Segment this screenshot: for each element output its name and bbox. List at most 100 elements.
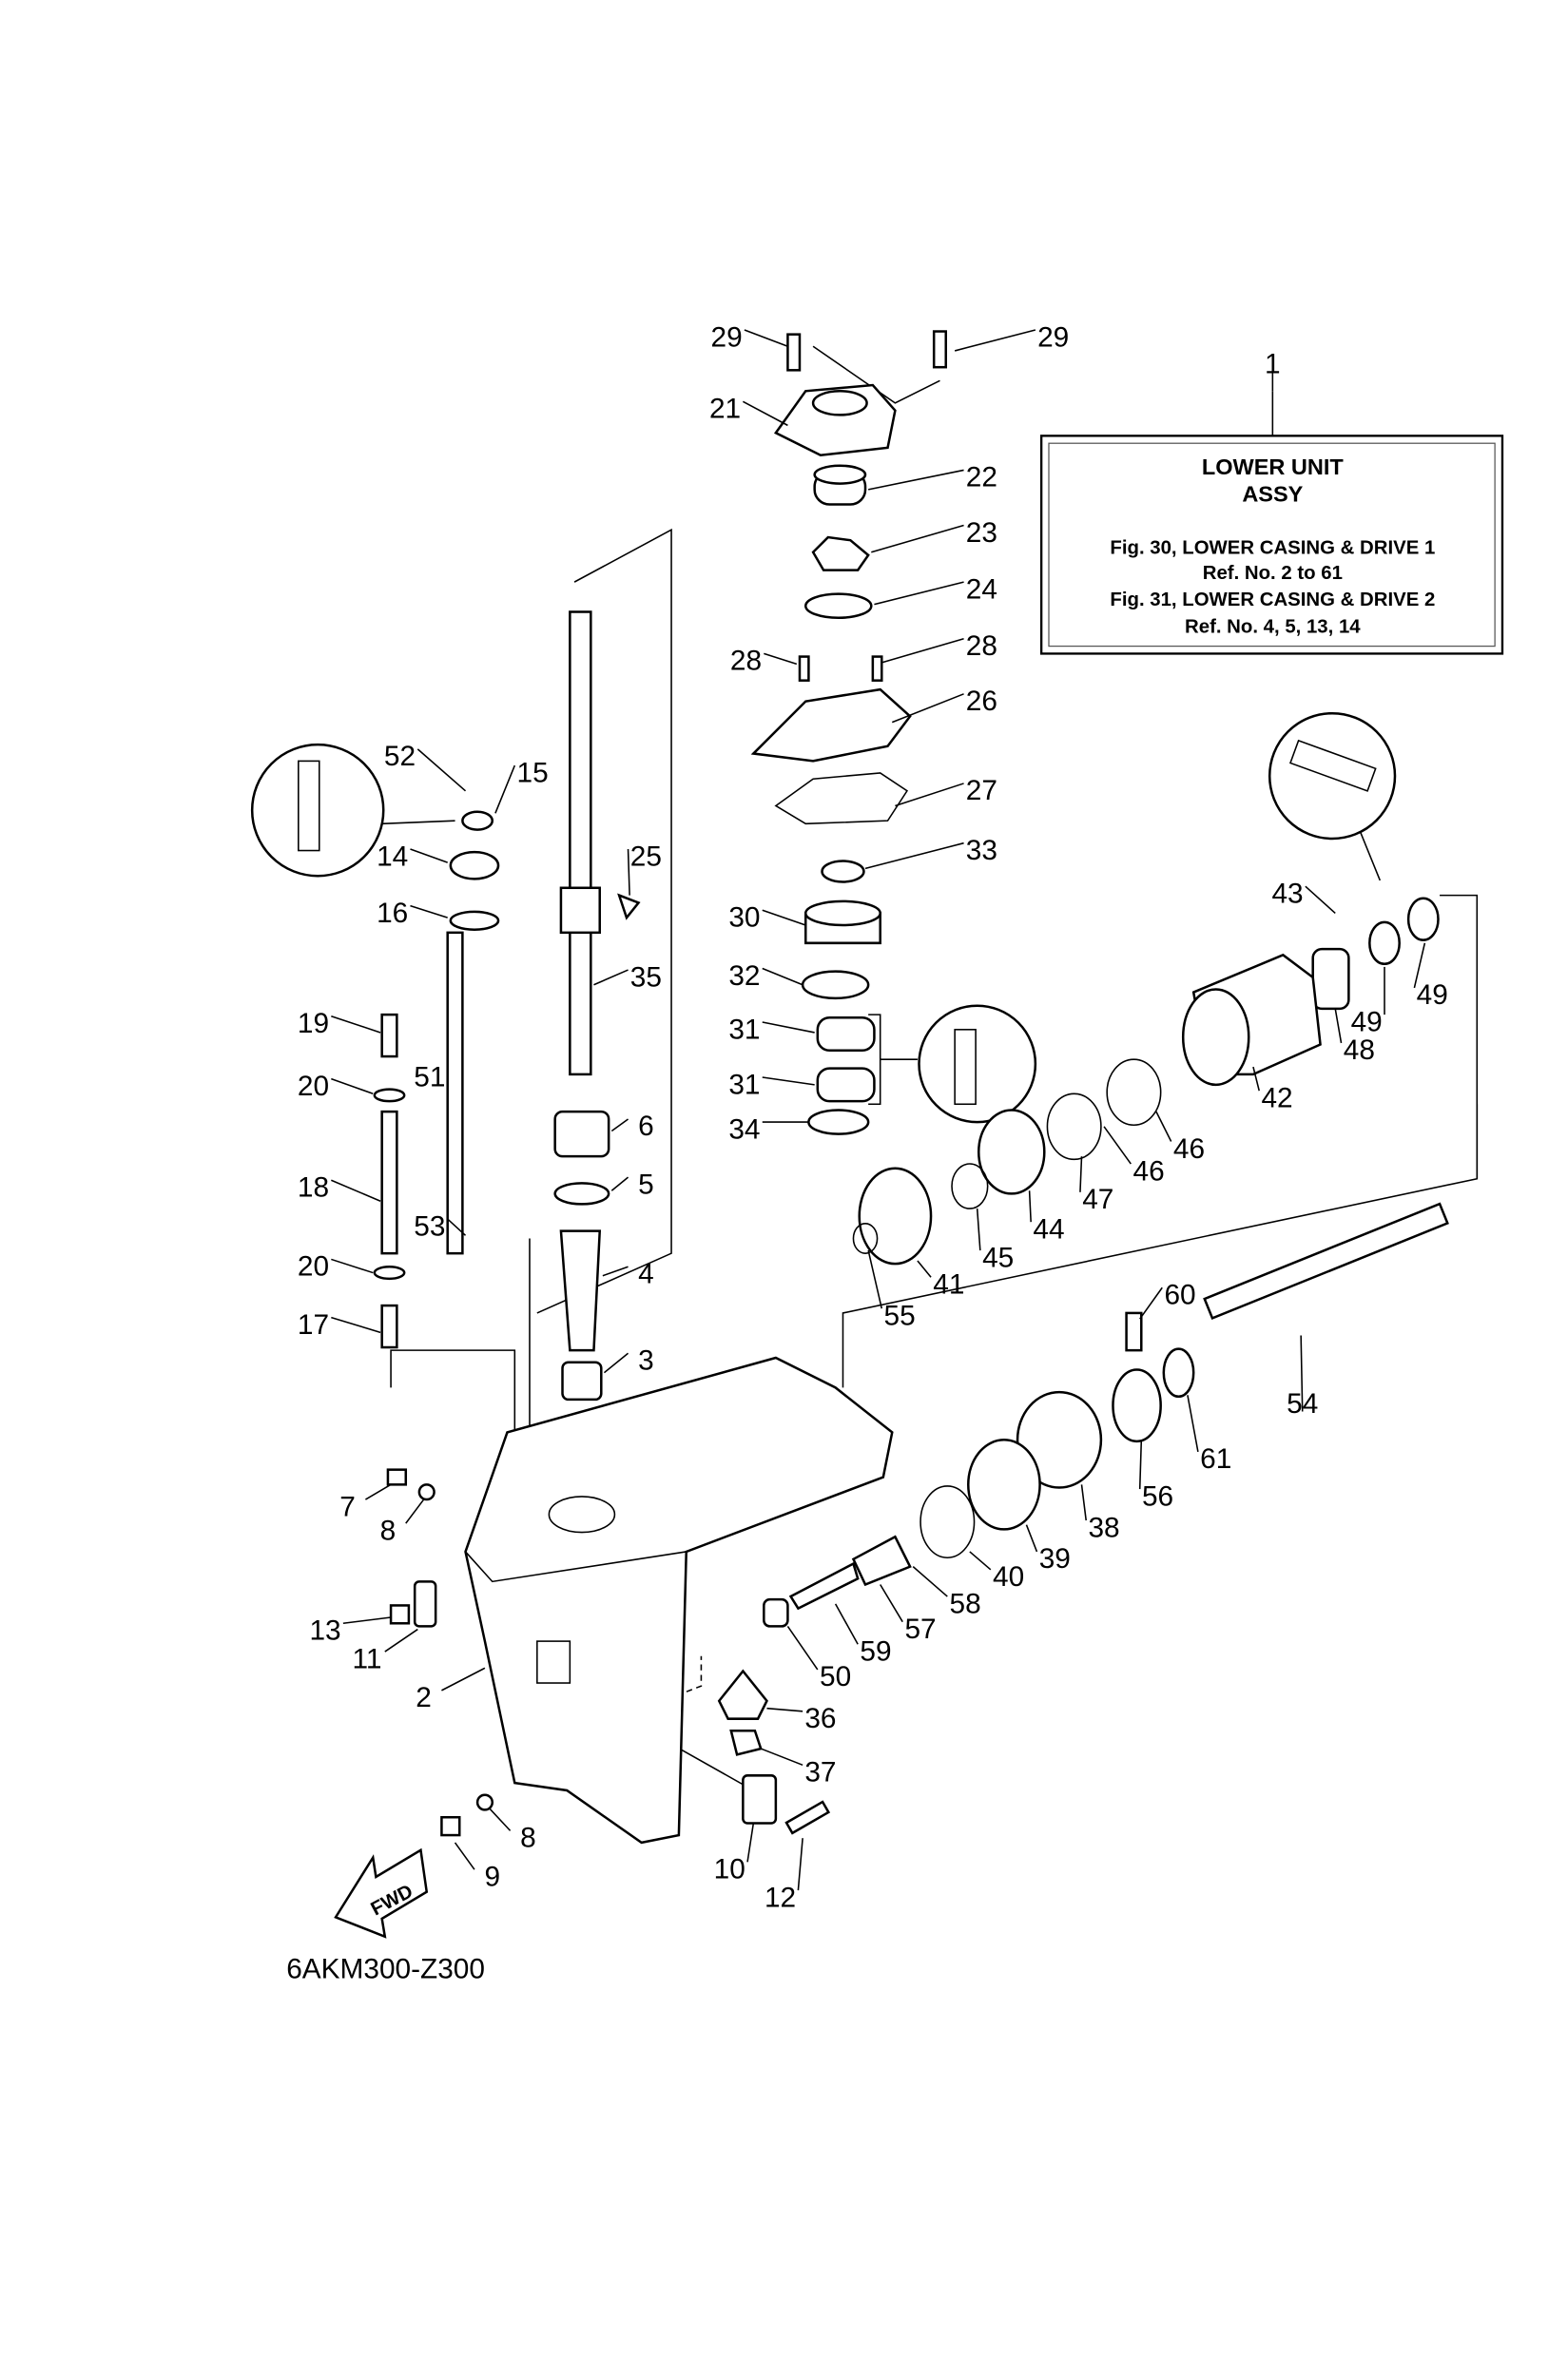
leader-line bbox=[1413, 942, 1426, 989]
leader-line bbox=[1103, 1126, 1132, 1165]
callout-52: 52 bbox=[384, 741, 416, 772]
callout-24: 24 bbox=[966, 573, 997, 605]
leader-line bbox=[454, 1842, 475, 1870]
leader-line bbox=[342, 1616, 392, 1625]
leader-line bbox=[405, 1499, 425, 1524]
callout-2: 2 bbox=[416, 1682, 432, 1713]
callout-16: 16 bbox=[377, 898, 408, 929]
leader-line bbox=[867, 469, 964, 491]
leader-line bbox=[797, 1838, 803, 1891]
leader-line bbox=[365, 1483, 392, 1500]
leader-line bbox=[881, 637, 964, 664]
leader-line bbox=[627, 848, 630, 896]
fwd-arrow: FWD bbox=[334, 1847, 429, 1939]
box-line6: Ref. No. 4, 5, 13, 14 bbox=[1185, 616, 1361, 637]
callout-53: 53 bbox=[414, 1210, 445, 1242]
callout-23: 23 bbox=[966, 517, 997, 549]
box-title-line1: LOWER UNIT bbox=[1202, 454, 1345, 479]
box-line4: Ref. No. 2 to 61 bbox=[1203, 563, 1343, 584]
leader-line bbox=[447, 1218, 467, 1236]
box-title-line2: ASSY bbox=[1242, 481, 1303, 506]
leader-line bbox=[864, 841, 964, 870]
callout-49: 49 bbox=[1351, 1006, 1383, 1037]
leader-line bbox=[1025, 1524, 1038, 1553]
leader-line bbox=[874, 581, 964, 606]
callout-34: 34 bbox=[728, 1113, 760, 1145]
callout-55: 55 bbox=[884, 1301, 916, 1332]
leader-line bbox=[610, 1118, 629, 1132]
leader-line bbox=[912, 1566, 948, 1597]
callout-28: 28 bbox=[730, 646, 762, 677]
leader-line bbox=[969, 1551, 992, 1571]
callout-27: 27 bbox=[966, 775, 997, 806]
leader-line bbox=[1155, 1111, 1172, 1142]
callout-43: 43 bbox=[1271, 878, 1303, 909]
callout-30: 30 bbox=[728, 902, 760, 934]
leader-line bbox=[1300, 1335, 1304, 1412]
callout-14: 14 bbox=[377, 841, 408, 872]
callout-54: 54 bbox=[1287, 1388, 1318, 1420]
callout-44: 44 bbox=[1033, 1214, 1064, 1246]
leader-line bbox=[410, 848, 448, 863]
leader-line bbox=[1334, 1008, 1343, 1044]
callout-15: 15 bbox=[517, 757, 549, 788]
leader-line bbox=[1139, 1286, 1163, 1320]
leader-line bbox=[331, 1316, 381, 1334]
water-pump-parts bbox=[750, 330, 947, 1135]
box-line5: Fig. 31, LOWER CASING & DRIVE 2 bbox=[1110, 590, 1435, 610]
leader-line bbox=[744, 329, 788, 347]
callout-8: 8 bbox=[380, 1515, 397, 1546]
callout-38: 38 bbox=[1088, 1512, 1119, 1543]
callout-11: 11 bbox=[353, 1643, 382, 1674]
box-line3: Fig. 30, LOWER CASING & DRIVE 1 bbox=[1110, 537, 1435, 558]
leader-line bbox=[602, 1266, 629, 1277]
leader-line bbox=[762, 1021, 815, 1034]
leader-line bbox=[742, 400, 788, 427]
leader-line bbox=[1028, 1190, 1032, 1223]
leader-line bbox=[1187, 1395, 1199, 1452]
leader-line bbox=[489, 1808, 512, 1831]
diagram-code: 6AKM300-Z300 bbox=[286, 1954, 485, 1985]
callout-37: 37 bbox=[804, 1757, 836, 1789]
leader-line bbox=[494, 764, 516, 814]
leader-line bbox=[762, 909, 806, 926]
callout-13: 13 bbox=[309, 1615, 340, 1647]
callout-5: 5 bbox=[638, 1169, 654, 1200]
callout-46: 46 bbox=[1173, 1133, 1205, 1165]
callout-60: 60 bbox=[1164, 1280, 1195, 1311]
callout-22: 22 bbox=[966, 462, 997, 493]
leader-line bbox=[331, 1015, 381, 1034]
callout-33: 33 bbox=[966, 835, 997, 866]
callout-42: 42 bbox=[1261, 1082, 1292, 1113]
callout-50: 50 bbox=[820, 1661, 851, 1692]
leader-line bbox=[762, 967, 803, 986]
leader-line bbox=[746, 1823, 755, 1863]
leader-line bbox=[834, 1603, 859, 1645]
callout-18: 18 bbox=[298, 1172, 329, 1204]
callout-29: 29 bbox=[711, 321, 743, 353]
callout-28: 28 bbox=[966, 630, 997, 662]
callout-17: 17 bbox=[298, 1309, 329, 1341]
callout-35: 35 bbox=[630, 961, 662, 993]
leader-line bbox=[416, 748, 467, 792]
leader-line bbox=[871, 524, 964, 553]
leader-line bbox=[880, 1584, 903, 1623]
leader-line bbox=[1138, 1441, 1143, 1490]
callout-31: 31 bbox=[728, 1069, 760, 1100]
callout-29: 29 bbox=[1037, 321, 1069, 353]
callout-48: 48 bbox=[1344, 1034, 1375, 1066]
callout-8: 8 bbox=[520, 1823, 536, 1854]
leader-line bbox=[331, 1077, 374, 1095]
assembly-title-box: LOWER UNIT ASSY Fig. 30, LOWER CASING & … bbox=[1039, 391, 1504, 655]
callout-12: 12 bbox=[765, 1882, 796, 1913]
callout-20: 20 bbox=[298, 1071, 329, 1102]
gear-parts bbox=[717, 897, 1449, 1835]
lower-casing bbox=[386, 1356, 894, 1845]
callout-19: 19 bbox=[298, 1008, 329, 1039]
callout-41: 41 bbox=[933, 1269, 964, 1301]
leader-line bbox=[441, 1667, 486, 1692]
callout-7: 7 bbox=[339, 1491, 356, 1522]
callout-58: 58 bbox=[950, 1588, 981, 1619]
leader-line bbox=[1305, 885, 1336, 915]
